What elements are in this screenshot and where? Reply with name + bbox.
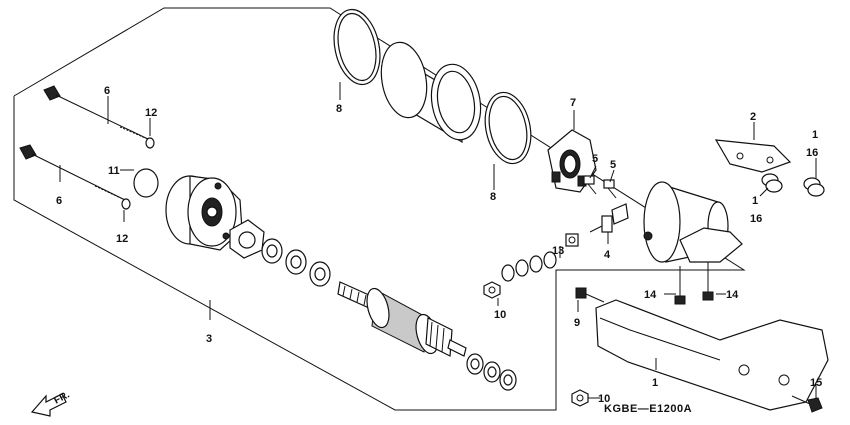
callout-15: 15 <box>810 377 822 389</box>
brush-left <box>583 175 597 195</box>
callout-3: 3 <box>206 333 212 345</box>
front-direction-arrow: FR. <box>30 389 72 417</box>
callout-16b: 16 <box>750 213 762 225</box>
nut-upper <box>483 281 501 299</box>
callout-7: 7 <box>570 97 576 109</box>
washer-stack <box>501 251 557 282</box>
callout-2: 2 <box>750 111 756 123</box>
bolt-14-right <box>702 262 714 301</box>
o-ring-small <box>133 168 159 198</box>
callout-4: 4 <box>604 249 611 261</box>
starter-cover <box>595 299 829 411</box>
small-nut <box>565 233 579 247</box>
callout-14b: 14 <box>726 289 739 301</box>
callout-1a: 1 <box>812 129 818 141</box>
bracket <box>714 139 792 173</box>
bolt-15 <box>791 395 823 413</box>
long-bolt-upper <box>43 85 151 141</box>
callout-13: 13 <box>552 245 564 257</box>
callout-12a: 12 <box>145 107 157 119</box>
terminal-bolt <box>589 203 629 233</box>
thrust-washers-rear <box>466 353 517 391</box>
callout-10a: 10 <box>494 309 506 321</box>
callout-16a: 16 <box>806 147 818 159</box>
diagram-code: KGBE—E1200A <box>604 403 692 415</box>
callout-10b: 10 <box>598 393 610 405</box>
seal-plate <box>229 219 265 259</box>
callout-9: 9 <box>574 317 580 329</box>
callout-5b: 5 <box>610 159 616 171</box>
callout-5a: 5 <box>592 153 598 165</box>
callout-11: 11 <box>108 165 120 177</box>
o-ring-rear <box>484 91 532 165</box>
rubber-mount-right <box>803 177 825 197</box>
front-direction-label: FR. <box>52 389 72 406</box>
starter-yoke <box>380 41 482 144</box>
callout-6a: 6 <box>104 85 110 97</box>
o-ring-front <box>333 8 381 86</box>
callout-8b: 8 <box>490 191 496 203</box>
brush-right <box>603 179 617 199</box>
assembly-frame <box>13 7 746 411</box>
callout-14a: 14 <box>644 289 657 301</box>
long-bolt-lower <box>19 144 126 201</box>
nut-lower <box>571 389 589 407</box>
washer-lower <box>121 198 131 210</box>
callout-1b: 1 <box>752 195 758 207</box>
armature <box>337 281 467 357</box>
bolt-14-left <box>674 266 686 305</box>
leader-lines <box>59 82 817 399</box>
front-cover <box>165 175 243 251</box>
callout-1c: 1 <box>652 377 658 389</box>
bolt-9 <box>575 287 605 303</box>
rubber-mount-left <box>761 173 783 193</box>
thrust-washers-front <box>261 238 331 287</box>
callout-12b: 12 <box>116 233 128 245</box>
washer-upper <box>145 137 155 149</box>
callout-6b: 6 <box>56 195 62 207</box>
rear-cover <box>643 181 743 263</box>
callout-8a: 8 <box>336 103 342 115</box>
